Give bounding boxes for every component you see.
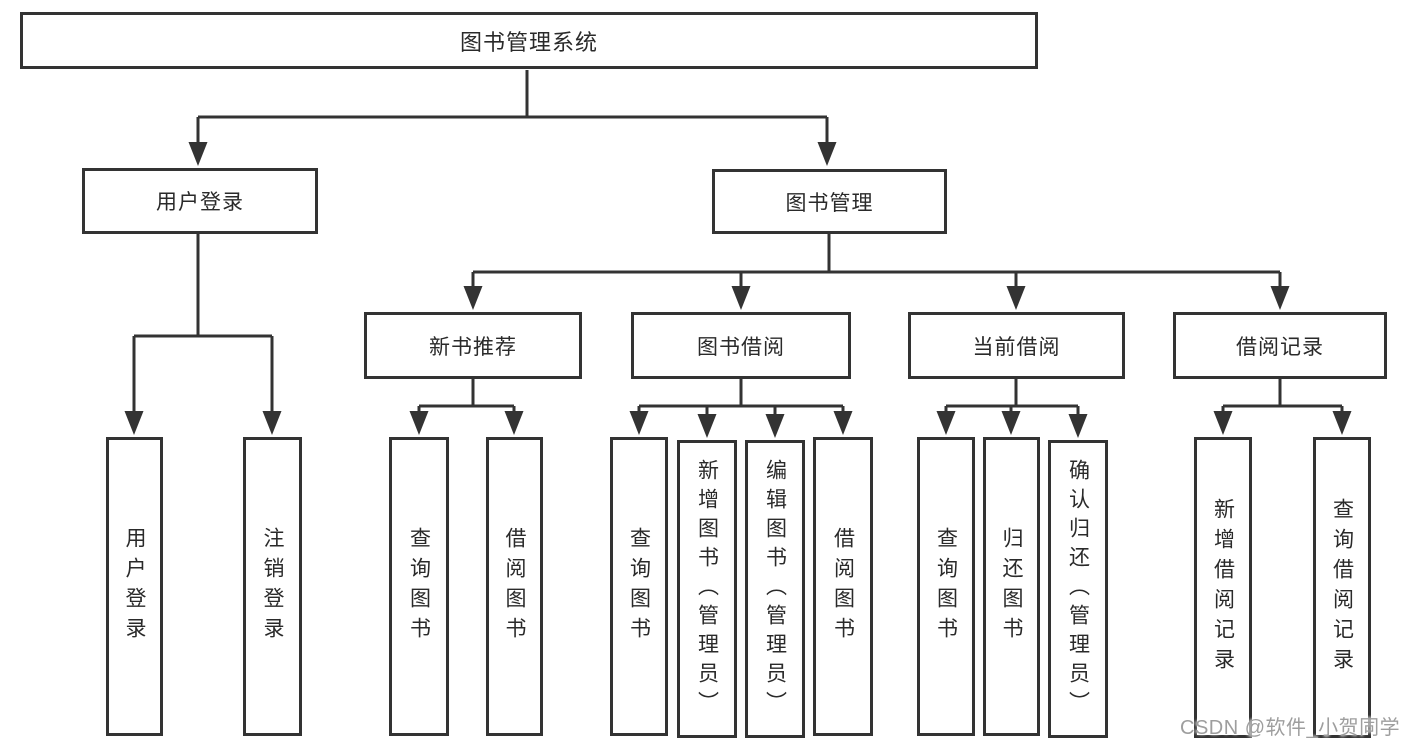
leaf-current-return-books: 归还图书 — [983, 437, 1040, 736]
leaf-borrowing-edit-books-admin: 编辑图书（管理员） — [745, 440, 805, 738]
leaf-logout: 注销登录 — [243, 437, 302, 736]
node-borrowing-records: 借阅记录 — [1173, 312, 1387, 379]
leaf-user-login: 用户登录 — [106, 437, 163, 736]
leaf-records-add-record: 新增借阅记录 — [1194, 437, 1252, 738]
node-user-login: 用户登录 — [82, 168, 318, 234]
leaf-newbooks-query-books: 查询图书 — [389, 437, 449, 736]
csdn-watermark: CSDN @软件_小贺同学 — [1180, 717, 1401, 739]
leaf-records-query-record: 查询借阅记录 — [1313, 437, 1371, 738]
leaf-borrowing-query-books: 查询图书 — [610, 437, 668, 736]
leaf-current-query-books: 查询图书 — [917, 437, 975, 736]
node-new-book-recommend: 新书推荐 — [364, 312, 582, 379]
node-book-borrowing: 图书借阅 — [631, 312, 851, 379]
leaf-borrowing-borrow-books: 借阅图书 — [813, 437, 873, 736]
node-current-borrowing: 当前借阅 — [908, 312, 1125, 379]
leaf-current-confirm-return-admin: 确认归还（管理员） — [1048, 440, 1108, 738]
leaf-newbooks-borrow-books: 借阅图书 — [486, 437, 543, 736]
node-book-management: 图书管理 — [712, 169, 947, 234]
node-library-management-system: 图书管理系统 — [20, 12, 1038, 69]
leaf-borrowing-add-books-admin: 新增图书（管理员） — [677, 440, 737, 738]
